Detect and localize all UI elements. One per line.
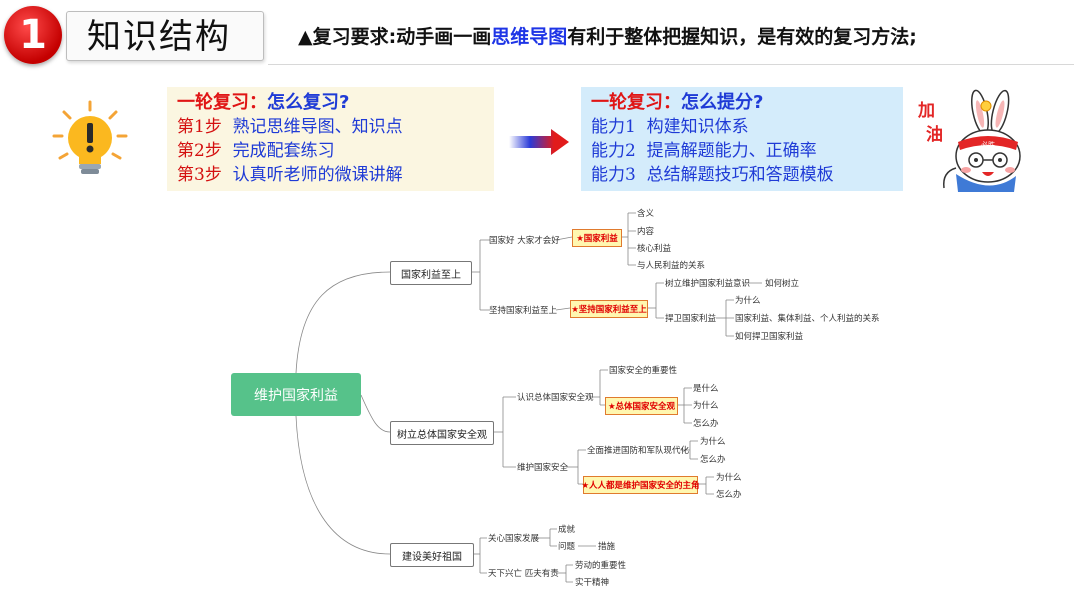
mindmap-leaf: 如何捍卫国家利益 — [735, 332, 804, 342]
mindmap-leaf: 怎么办 — [700, 455, 726, 465]
mindmap-leaf: 措施 — [598, 542, 616, 552]
requirement-highlight: 思维导图 — [491, 26, 568, 48]
review-method-heading-a: 一轮复习： — [177, 92, 267, 113]
ability-step: 能力3 总结解题技巧和答题模板 — [591, 163, 893, 187]
mindmap-root: 维护国家利益 — [231, 373, 361, 416]
score-improve-heading-a: 一轮复习： — [591, 92, 681, 113]
mindmap-leaf: 核心利益 — [637, 244, 672, 254]
ability-step: 能力2 提高解题能力、正确率 — [591, 139, 893, 163]
review-method-box: 一轮复习：怎么复习? 第1步 熟记思维导图、知识点 第2步 完成配套练习 第3步… — [167, 87, 494, 191]
review-step: 第2步 完成配套练习 — [177, 139, 484, 163]
header-divider — [268, 64, 1074, 65]
mindmap-leaf: 成就 — [558, 525, 576, 535]
step-text: 完成配套练习 — [232, 141, 335, 161]
mindmap-leaf: 怎么办 — [693, 419, 719, 429]
mindmap-leaf: 为什么 — [700, 437, 726, 447]
mindmap-leaf: 国家安全的重要性 — [609, 366, 678, 376]
mindmap-node: 坚持国家利益至上 — [489, 306, 558, 316]
mindmap-leaf: 劳动的重要性 — [575, 561, 627, 571]
score-improve-heading: 一轮复习：怎么提分? — [591, 91, 893, 115]
mindmap-key-node: ★坚持国家利益至上 — [570, 300, 648, 318]
step-label: 第1步 — [177, 117, 222, 137]
ability-label: 能力1 — [591, 117, 636, 137]
mindmap-key-node: ★人人都是维护国家安全的主角 — [581, 476, 700, 494]
mindmap-key-node: ★国家利益 — [572, 229, 622, 247]
review-method-heading: 一轮复习：怎么复习? — [177, 91, 484, 115]
review-method-heading-b: 怎么复习? — [267, 92, 350, 113]
review-step: 第3步 认真听老师的微课讲解 — [177, 163, 484, 187]
mindmap-leaf: 为什么 — [735, 296, 761, 306]
right-arrow-icon — [509, 129, 569, 155]
mindmap-leaf: 国家利益、集体利益、个人利益的关系 — [735, 314, 880, 324]
mindmap-branch-national-security: 树立总体国家安全观 — [390, 421, 494, 445]
mindmap-node: 捍卫国家利益 — [665, 314, 717, 324]
mindmap-node: 国家好 大家才会好 — [489, 236, 560, 246]
mindmap-node: 树立维护国家利益意识 — [665, 279, 751, 289]
step-label: 第3步 — [177, 165, 222, 185]
mindmap-node: 维护国家安全 — [517, 463, 569, 473]
mindmap-node: 天下兴亡 匹夫有责 — [488, 569, 559, 579]
requirement-post: 有利于整体把握知识，是有效的复习方法; — [567, 26, 917, 48]
mindmap-leaf: 如何树立 — [765, 279, 800, 289]
step-text: 熟记思维导图、知识点 — [232, 117, 403, 137]
sticker-you: 油 — [926, 124, 943, 145]
mindmap-leaf: 为什么 — [693, 401, 719, 411]
step-label: 第2步 — [177, 141, 222, 161]
mindmap-node: 关心国家发展 — [488, 534, 540, 544]
ability-label: 能力2 — [591, 141, 636, 161]
mindmap-leaf: 含义 — [637, 209, 655, 219]
mindmap-node: 认识总体国家安全观 — [517, 393, 594, 403]
ability-text: 提高解题能力、正确率 — [646, 141, 817, 161]
sticker-band-text: 必胜 — [981, 140, 995, 149]
page-title: 知识结构 — [66, 11, 264, 61]
ability-text: 总结解题技巧和答题模板 — [646, 165, 834, 185]
review-requirement: ▲复习要求:动手画一画思维导图有利于整体把握知识，是有效的复习方法; — [298, 22, 917, 49]
sticker-jia: 加 — [917, 101, 935, 121]
mindmap-leaf: 为什么 — [716, 473, 742, 483]
mindmap-leaf: 怎么办 — [716, 490, 742, 500]
mindmap-branch-national-interest: 国家利益至上 — [390, 261, 472, 285]
mindmap-node: 全面推进国防和军队现代化 — [587, 446, 690, 456]
score-improve-box: 一轮复习：怎么提分? 能力1 构建知识体系 能力2 提高解题能力、正确率 能力3… — [581, 87, 903, 191]
mindmap-leaf: 实干精神 — [575, 578, 610, 588]
review-step: 第1步 熟记思维导图、知识点 — [177, 115, 484, 139]
ability-label: 能力3 — [591, 165, 636, 185]
mindmap-branch-build-country: 建设美好祖国 — [390, 543, 474, 567]
ability-step: 能力1 构建知识体系 — [591, 115, 893, 139]
score-improve-heading-b: 怎么提分? — [681, 92, 764, 113]
step-text: 认真听老师的微课讲解 — [232, 165, 403, 185]
cheering-rabbit-icon: 必胜 加 油 — [917, 89, 1021, 192]
ability-text: 构建知识体系 — [646, 117, 749, 137]
section-number-badge: 1 — [4, 6, 62, 64]
mindmap-key-node: ★总体国家安全观 — [605, 397, 678, 415]
requirement-pre: ▲复习要求:动手画一画 — [298, 26, 492, 48]
mindmap-leaf: 与人民利益的关系 — [637, 261, 706, 271]
mindmap-leaf: 是什么 — [693, 384, 719, 394]
lightbulb-icon — [52, 100, 128, 174]
mindmap-leaf: 内容 — [637, 227, 655, 237]
mindmap-leaf: 问题 — [558, 542, 576, 552]
